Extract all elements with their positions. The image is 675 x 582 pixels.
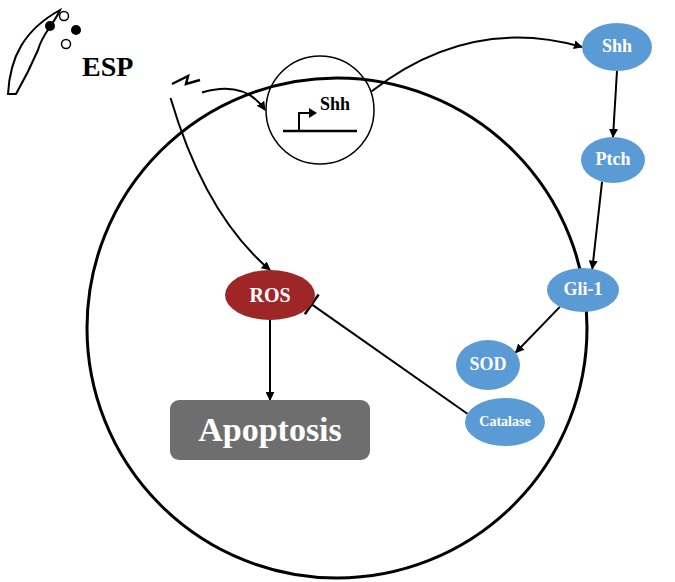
node-label: Catalase xyxy=(479,414,530,429)
rounded-rect xyxy=(170,400,370,460)
ellipse-shape xyxy=(582,23,652,71)
cell-membrane xyxy=(87,78,587,578)
arrow-connector xyxy=(592,182,602,269)
nucleus-outline xyxy=(266,56,374,164)
node-label: Apoptosis xyxy=(198,411,342,448)
connector-line xyxy=(592,182,602,269)
node-label: Shh xyxy=(602,37,632,57)
open-dot xyxy=(60,12,69,21)
protein-ellipse: Shh xyxy=(582,23,652,71)
ellipse-shape xyxy=(465,398,545,446)
arrow-connector xyxy=(171,98,270,270)
node-shape xyxy=(2,2,202,98)
inhibition-line xyxy=(305,295,468,414)
worm-outline xyxy=(8,10,60,94)
protein-ellipse: Gli-1 xyxy=(547,268,619,312)
ellipse-shape xyxy=(456,340,520,390)
pathogen-node: ESP xyxy=(2,2,202,98)
ellipse-shape xyxy=(581,137,645,183)
promoter-head xyxy=(309,108,317,118)
connector-line xyxy=(613,71,617,137)
connector-line xyxy=(372,38,582,92)
ros-ellipse: ROS xyxy=(225,270,315,320)
connector-line xyxy=(171,98,270,270)
node-label: Gli-1 xyxy=(564,280,603,300)
node-label: ROS xyxy=(249,284,290,306)
nucleus-gene: Shh xyxy=(265,55,375,165)
filled-dot xyxy=(71,25,81,35)
enzyme-ellipse: Catalase xyxy=(465,398,545,446)
arrow-connector xyxy=(202,89,265,110)
node-label: Ptch xyxy=(596,150,631,170)
arrow-connector xyxy=(372,38,582,92)
arrow-connector xyxy=(613,71,617,137)
gene-line xyxy=(283,130,357,133)
connector-line xyxy=(202,89,265,110)
ellipse-shape xyxy=(547,268,619,312)
connector-line xyxy=(269,320,271,400)
arrow-connector xyxy=(270,320,271,400)
outcome-box: Apoptosis xyxy=(170,400,370,460)
stimulus-bolt xyxy=(172,76,200,84)
node-label: SOD xyxy=(469,355,506,375)
protein-ellipse: Ptch xyxy=(581,137,645,183)
enzyme-ellipse: SOD xyxy=(456,340,520,390)
open-dot xyxy=(62,40,71,49)
filled-dot xyxy=(45,21,55,31)
connector-line xyxy=(312,304,468,413)
ellipse-shape xyxy=(225,270,315,320)
connector-line xyxy=(516,307,560,353)
node-label: ESP xyxy=(82,52,133,83)
arrow-connector xyxy=(516,307,560,353)
node-label: Shh xyxy=(320,95,350,115)
